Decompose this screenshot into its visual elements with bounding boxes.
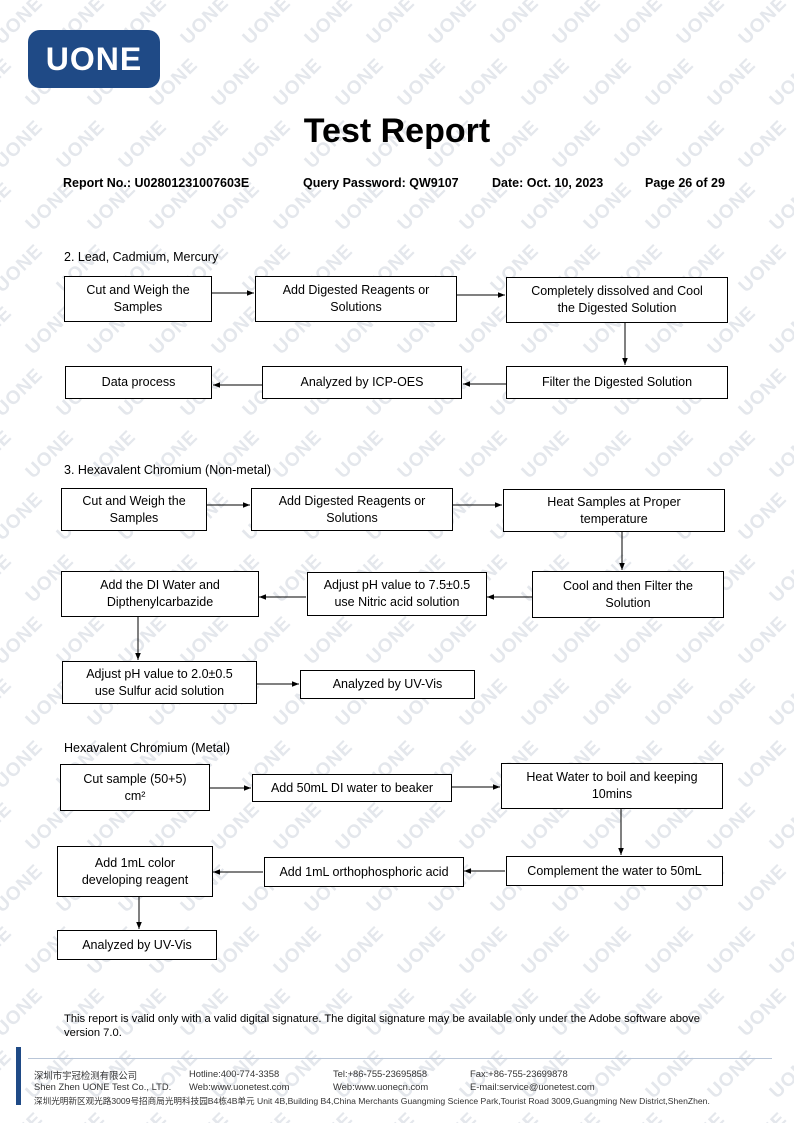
fax: Fax:+86-755-23699878 xyxy=(470,1068,568,1079)
section-heading-lead-cadmium-mercury: 2. Lead, Cadmium, Mercury xyxy=(64,250,219,264)
step-uv-vis: Analyzed by UV-Vis xyxy=(57,930,217,960)
signature-disclaimer: This report is valid only with a valid d… xyxy=(64,1013,700,1039)
step-data-process: Data process xyxy=(65,366,212,399)
step-add-di-water-dipthenylcarbazide: Add the DI Water and Dipthenylcarbazide xyxy=(61,571,259,617)
step-add-digested-reagents: Add Digested Reagents or Solutions xyxy=(255,276,457,322)
uone-logo: UONE xyxy=(28,30,160,88)
company-name-en: Shen Zhen UONE Test Co., LTD. xyxy=(34,1081,172,1092)
email-link[interactable]: E-mail:service@uonetest.com xyxy=(470,1081,595,1092)
step-uv-vis: Analyzed by UV-Vis xyxy=(300,670,475,699)
footer-divider xyxy=(28,1058,772,1059)
website-link[interactable]: Web:www.uonetest.com xyxy=(189,1081,290,1092)
step-heat-water: Heat Water to boil and keeping 10mins xyxy=(501,763,723,809)
section-heading-hexavalent-chromium-nonmetal: 3. Hexavalent Chromium (Non-metal) xyxy=(64,463,272,477)
step-adjust-ph-nitric: Adjust pH value to 7.5±0.5 use Nitric ac… xyxy=(307,572,487,616)
step-add-digested-reagents: Add Digested Reagents or Solutions xyxy=(251,488,453,531)
step-color-developing-reagent: Add 1mL color developing reagent xyxy=(57,846,213,897)
step-cut-weigh-samples: Cut and Weigh the Samples xyxy=(61,488,207,531)
step-complement-water: Complement the water to 50mL xyxy=(506,856,723,886)
step-heat-samples: Heat Samples at Proper temperature xyxy=(503,489,725,532)
website-link-cn[interactable]: Web:www.uonecn.com xyxy=(333,1081,429,1092)
company-name-cn: 深圳市宇冠检测有限公司 xyxy=(34,1070,138,1081)
section-heading-hexavalent-chromium-metal: Hexavalent Chromium (Metal) xyxy=(64,741,231,755)
report-number: Report No.: U02801231007603E xyxy=(63,176,250,190)
report-date: Date: Oct. 10, 2023 xyxy=(492,176,604,190)
step-cut-sample: Cut sample (50+5) cm² xyxy=(60,764,210,811)
page-number: Page 26 of 29 xyxy=(645,176,725,190)
query-password: Query Password: QW9107 xyxy=(303,176,459,190)
step-cut-weigh-samples: Cut and Weigh the Samples xyxy=(64,276,212,322)
footer-accent-bar xyxy=(16,1047,21,1105)
step-filter-digested: Filter the Digested Solution xyxy=(506,366,728,399)
step-orthophosphoric-acid: Add 1mL orthophosphoric acid xyxy=(264,857,464,887)
step-cool-filter: Cool and then Filter the Solution xyxy=(532,571,724,618)
step-icp-oes: Analyzed by ICP-OES xyxy=(262,366,462,399)
step-add-di-water: Add 50mL DI water to beaker xyxy=(252,774,452,802)
telephone: Tel:+86-755-23695858 xyxy=(333,1068,428,1079)
step-dissolve-cool: Completely dissolved and Cool the Digest… xyxy=(506,277,728,323)
step-adjust-ph-sulfur: Adjust pH value to 2.0±0.5 use Sulfur ac… xyxy=(62,661,257,704)
page-title: Test Report xyxy=(303,112,491,150)
hotline: Hotline:400-774-3358 xyxy=(189,1068,280,1079)
company-address: 深圳光明新区观光路3009号招商局光明科技园B4栋4B单元 Unit 4B,Bu… xyxy=(34,1096,710,1106)
